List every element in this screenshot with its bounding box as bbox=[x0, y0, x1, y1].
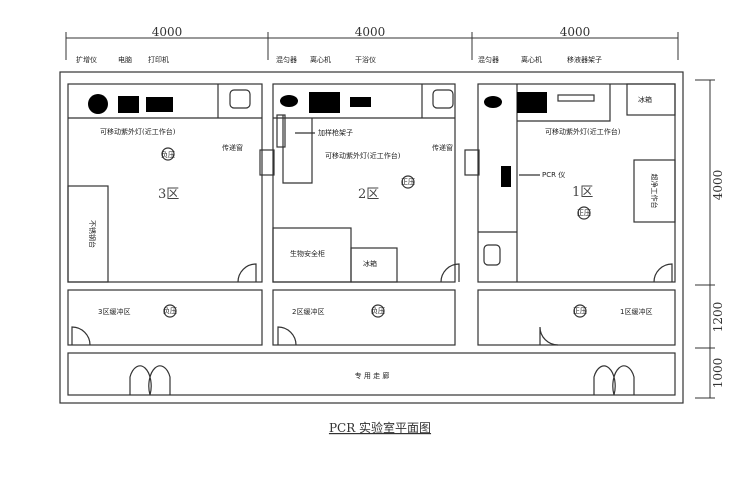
zone2-rack-label: 加样枪架子 bbox=[318, 128, 353, 137]
stainless-bench bbox=[67, 185, 109, 283]
centrifuge-icon bbox=[309, 92, 340, 113]
top-dimensions bbox=[65, 32, 679, 60]
label-centrifuge-2: 离心机 bbox=[310, 55, 331, 64]
zone1-uv-lamp: 可移动紫外灯(近工作台) bbox=[545, 127, 621, 136]
zone1-badge: 正压 bbox=[577, 209, 591, 217]
zone2-buffer-label: 2区缓冲区 bbox=[292, 307, 324, 316]
zone1-fridge-label: 冰箱 bbox=[638, 95, 652, 104]
zone2-name: 2区 bbox=[358, 187, 379, 202]
pipette-rack bbox=[276, 114, 286, 148]
doors bbox=[71, 263, 673, 396]
vortex-icon bbox=[280, 95, 298, 107]
pipette-rack-icon bbox=[557, 94, 595, 102]
pcr-instrument-icon bbox=[501, 166, 511, 187]
diagram-title: PCR 实验室平面图 bbox=[329, 420, 431, 435]
label-computer: 电脑 bbox=[118, 55, 132, 64]
room-zone3 bbox=[67, 83, 263, 283]
label-amplifier: 扩增仪 bbox=[76, 55, 97, 64]
label-pipette-rack: 移液器架子 bbox=[567, 55, 602, 64]
fridge-2 bbox=[350, 247, 398, 283]
dry-bath-icon bbox=[350, 97, 371, 107]
label-vortex-2: 混匀器 bbox=[276, 55, 297, 64]
centrifuge-icon bbox=[517, 92, 547, 113]
zone2-fridge-label: 冰箱 bbox=[363, 259, 377, 268]
zone2-pass-window-label: 传递窗 bbox=[432, 143, 453, 152]
zone3-pass-window-label: 传递窗 bbox=[222, 143, 243, 152]
label-centrifuge-1: 离心机 bbox=[521, 55, 542, 64]
zone1-clean-bench-label: 超净工作台 bbox=[650, 174, 659, 209]
zone3-uv-lamp: 可移动紫外灯(近工作台) bbox=[100, 127, 176, 136]
dim-top-2: 4000 bbox=[355, 25, 386, 39]
outer-wall bbox=[59, 71, 684, 404]
buffer-zone2 bbox=[272, 289, 456, 346]
corridor bbox=[67, 352, 676, 396]
dim-top-1: 4000 bbox=[560, 25, 591, 39]
zone3-buffer-label: 3区缓冲区 bbox=[98, 307, 130, 316]
corridor-label: 专 用 走 廊 bbox=[355, 371, 390, 380]
vortex-icon bbox=[484, 96, 502, 108]
zone2-cabinet-label: 生物安全柜 bbox=[290, 249, 325, 258]
zone3-name: 3区 bbox=[158, 187, 179, 202]
computer-icon bbox=[118, 96, 139, 113]
zone1-buffer-badge: 正压 bbox=[573, 307, 587, 315]
sink-icon bbox=[432, 89, 454, 109]
zone3-bench-label: 不锈钢台 bbox=[88, 220, 97, 248]
zone1-pcr-label: PCR 仪 bbox=[542, 171, 565, 179]
zone3-buffer-badge: 负压 bbox=[163, 306, 177, 315]
buffer-zone1 bbox=[477, 289, 676, 346]
dim-top-3: 4000 bbox=[152, 25, 183, 39]
printer-icon bbox=[146, 97, 173, 112]
dim-right-1200: 1200 bbox=[711, 302, 725, 333]
pass-window-2-1 bbox=[464, 149, 480, 176]
sink-icon bbox=[483, 244, 501, 266]
zone1-buffer-label: 1区缓冲区 bbox=[620, 307, 652, 316]
zone2-buffer-badge: 负压 bbox=[371, 306, 385, 315]
sink-icon bbox=[229, 89, 251, 109]
clean-bench bbox=[633, 159, 676, 223]
amplifier-icon bbox=[88, 94, 108, 114]
label-vortex-1: 混匀器 bbox=[478, 55, 499, 64]
label-printer: 打印机 bbox=[148, 55, 169, 64]
fridge-1 bbox=[626, 83, 676, 116]
dim-right-1000: 1000 bbox=[711, 358, 725, 389]
zone1-name: 1区 bbox=[572, 185, 593, 200]
zone2-uv-lamp: 可移动紫外灯(近工作台) bbox=[325, 151, 401, 160]
pass-window-3-2 bbox=[259, 149, 275, 176]
label-dry-bath: 干浴仪 bbox=[355, 55, 376, 64]
buffer-zone3 bbox=[67, 289, 263, 346]
dim-right-4000: 4000 bbox=[711, 170, 725, 201]
zone2-badge: 正压 bbox=[401, 178, 415, 186]
right-dimensions bbox=[695, 79, 715, 399]
zone3-badge: 负压 bbox=[161, 150, 175, 159]
